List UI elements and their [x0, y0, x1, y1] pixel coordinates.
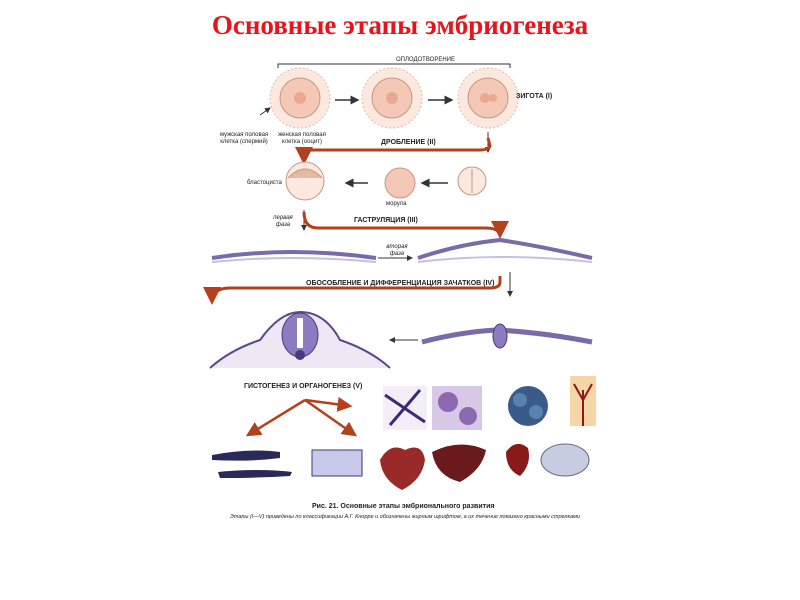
- label-morula: морула: [386, 201, 407, 207]
- label-blastocyst: бластоциста: [247, 180, 282, 186]
- zygote-cell: [457, 67, 519, 129]
- fertilization-bracket: [277, 63, 511, 68]
- label-histogenesis: ГИСТОГЕНЕЗ И ОРГАНОГЕНЕЗ (V): [244, 383, 363, 390]
- label-zygote: ЗИГОТА (I): [516, 93, 553, 100]
- label-gastrulation: ГАСТРУЛЯЦИЯ (III): [354, 217, 418, 224]
- germ-disc-first-phase: [211, 250, 377, 263]
- figure-caption-title: Рис. 21. Основные этапы эмбрионального р…: [312, 503, 495, 510]
- label-female-cell: женская половая клетка (ооцит): [278, 132, 326, 145]
- oocyte-cell-2: [361, 67, 423, 129]
- label-fertilization: ОПЛОДОТВОРЕНИЕ: [396, 57, 455, 63]
- label-segregation: ОБОСОБЛЕНИЕ И ДИФФЕРЕНЦИАЦИЯ ЗАЧАТКОВ (I…: [306, 280, 495, 287]
- muscle-fibers: [212, 450, 292, 478]
- brain-organ: [540, 443, 590, 477]
- sperm-arrow: [259, 107, 271, 116]
- segregation-red-arrow: [203, 276, 502, 305]
- tissue-connective: [383, 386, 427, 430]
- tissue-cells: [432, 386, 482, 430]
- oocyte-cell-1: [269, 67, 331, 129]
- germ-disc-second-phase: [417, 237, 593, 263]
- tissue-acini: [508, 386, 548, 426]
- epithelium: [311, 449, 363, 477]
- slide-title: Основные этапы эмбриогенеза: [211, 10, 589, 40]
- label-first-phase: первая фаза: [273, 215, 293, 228]
- hist-arrow-right: [304, 396, 353, 412]
- morula-cell: [384, 167, 416, 199]
- kidney-organ: [506, 443, 529, 476]
- heart-organ: [380, 447, 425, 490]
- liver-organ: [432, 444, 486, 482]
- gastrulation-red-arrow: [302, 211, 509, 239]
- blastocyst-cell: [285, 161, 325, 201]
- cleavage-red-arrow: [295, 137, 492, 165]
- neural-section-left: [209, 310, 391, 369]
- neural-section-right: [421, 323, 593, 349]
- diagram-svg: [203, 63, 596, 490]
- label-second-phase: вторая фаза: [386, 244, 408, 257]
- embryogenesis-figure: ОПЛОДОТВОРЕНИЕ ЗИГОТА (I) мужская полова…: [200, 50, 600, 500]
- hist-arrow-down-right: [304, 398, 358, 437]
- label-cleavage: ДРОБЛЕНИЕ (II): [381, 139, 436, 146]
- figure-caption-text: Этапы (I—V) приведены по классификации А…: [230, 514, 580, 520]
- hist-arrow-down-left: [245, 398, 306, 437]
- label-male-cell: мужская половая клетка (спермий): [219, 132, 269, 145]
- two-cell-embryo: [457, 166, 487, 196]
- tissue-tree: [570, 376, 596, 426]
